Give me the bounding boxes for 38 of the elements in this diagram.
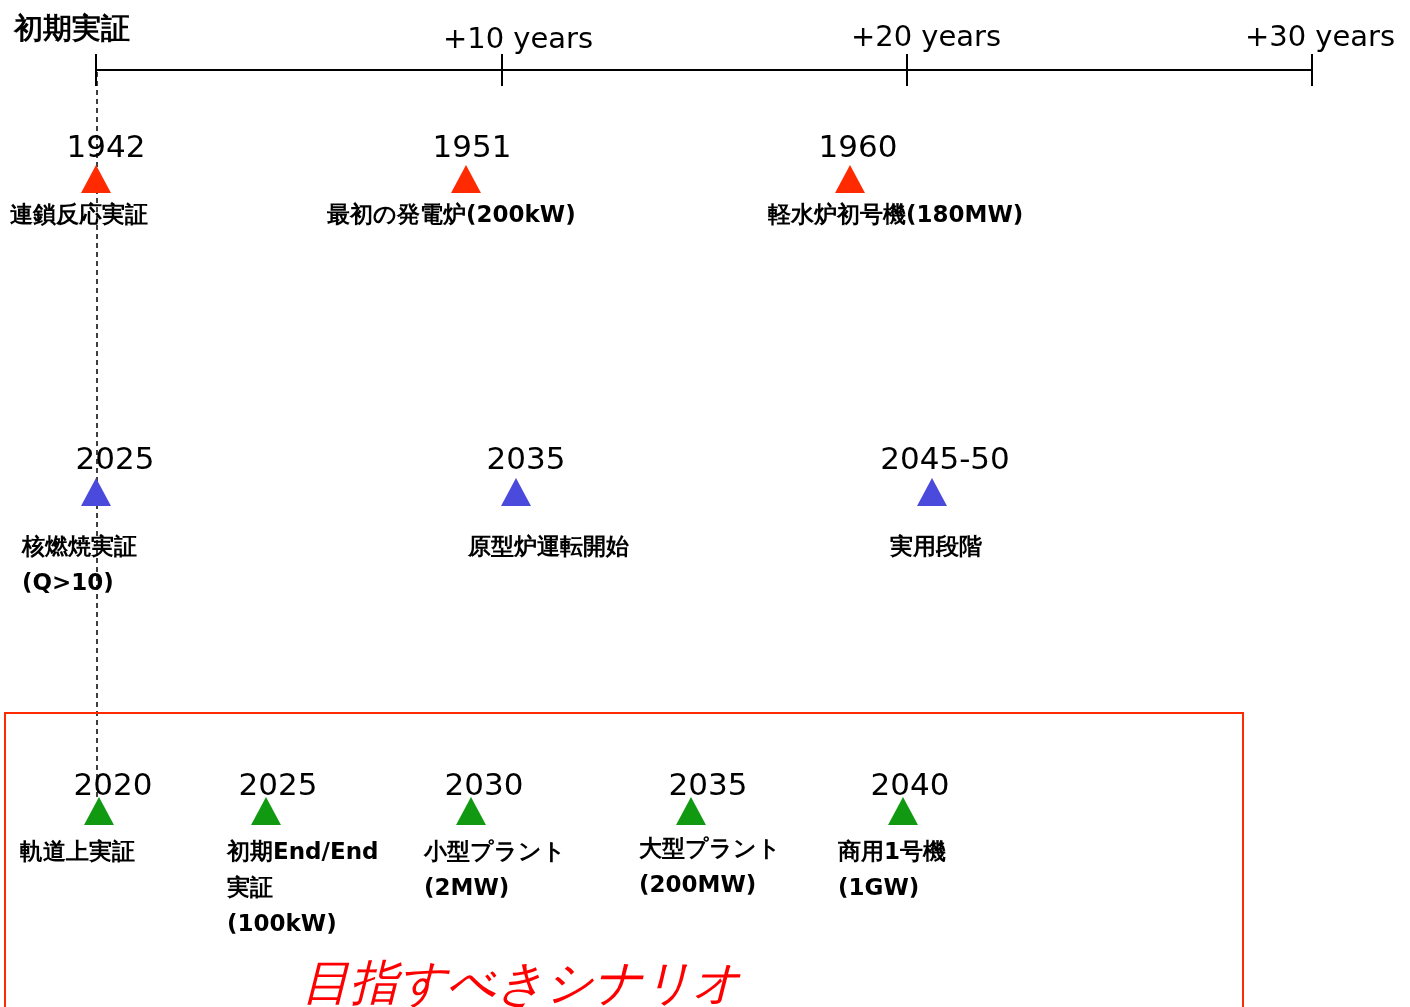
milestone-description: 軽水炉初号機(180MW): [768, 200, 1024, 229]
milestone-description: 原型炉運転開始: [468, 532, 629, 561]
milestone-marker: [81, 478, 111, 506]
timeline-start-label: 初期実証: [14, 10, 130, 46]
milestone-marker: [251, 797, 281, 825]
milestone-year: 2035: [668, 766, 748, 802]
milestone-year: 2030: [444, 766, 524, 802]
milestone-year: 1951: [432, 128, 512, 164]
milestone-description: 連鎖反応実証: [10, 200, 148, 229]
milestone-description: 商用1号機 (1GW): [838, 837, 946, 902]
milestone-description: 核燃焼実証 (Q>10): [22, 532, 137, 597]
milestone-marker: [835, 165, 865, 193]
milestone-marker: [676, 797, 706, 825]
milestone-year: 2025: [75, 440, 155, 476]
milestone-year: 1942: [66, 128, 146, 164]
timeline-tick-label: +10 years: [442, 20, 594, 56]
milestone-description: 初期End/End 実証 (100kW): [227, 837, 379, 938]
scenario-frame: [4, 712, 1244, 1007]
milestone-description: 実用段階: [890, 532, 982, 561]
timeline-tick-label: +30 years: [1244, 18, 1396, 54]
milestone-marker: [917, 478, 947, 506]
milestone-year: 2035: [486, 440, 566, 476]
milestone-marker: [888, 797, 918, 825]
milestone-marker: [81, 165, 111, 193]
milestone-description: 大型プラント (200MW): [639, 834, 781, 899]
milestone-marker: [501, 478, 531, 506]
milestone-year: 2045-50: [880, 440, 1010, 476]
milestone-marker: [456, 797, 486, 825]
milestone-marker: [451, 165, 481, 193]
milestone-year: 2020: [73, 766, 153, 802]
timeline-tick-label: +20 years: [850, 18, 1002, 54]
milestone-description: 最初の発電炉(200kW): [327, 200, 576, 229]
milestone-year: 2040: [870, 766, 950, 802]
milestone-marker: [84, 797, 114, 825]
milestone-year: 1960: [818, 128, 898, 164]
milestone-description: 軌道上実証: [20, 837, 135, 866]
milestone-year: 2025: [238, 766, 318, 802]
milestone-description: 小型プラント (2MW): [424, 837, 566, 902]
